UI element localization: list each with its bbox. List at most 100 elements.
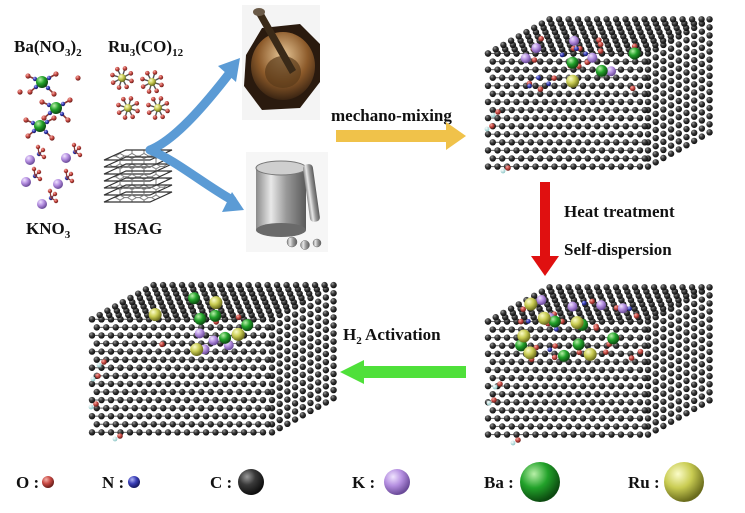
- c-atom: [284, 404, 291, 411]
- ru-carbonyl-molecules: [110, 66, 170, 120]
- c-atom: [513, 431, 520, 438]
- c-atom: [484, 415, 492, 422]
- c-atom: [314, 395, 322, 402]
- c-atom: [683, 313, 690, 320]
- c-atom: [307, 335, 314, 342]
- c-atom: [150, 340, 157, 347]
- self-dispersion-label: Self-dispersion: [564, 240, 672, 259]
- c-atom: [226, 404, 233, 412]
- c-atom: [565, 155, 572, 162]
- c-atom: [608, 399, 615, 406]
- c-atom: [169, 281, 176, 289]
- c-atom: [500, 309, 507, 317]
- o-atom: [551, 354, 558, 361]
- c-atom: [617, 399, 625, 406]
- c-atom: [660, 138, 667, 146]
- c-atom: [221, 413, 229, 420]
- c-atom: [652, 386, 659, 394]
- c-atom: [579, 399, 587, 406]
- c-atom: [259, 396, 267, 404]
- c-atom: [88, 413, 96, 420]
- o-atom: [110, 72, 115, 78]
- c-atom: [613, 58, 620, 65]
- graphite-block-mixed: [484, 16, 713, 174]
- ba-atom: [36, 76, 48, 88]
- c-atom: [706, 364, 713, 372]
- c-atom: [518, 122, 525, 130]
- c-atom: [527, 423, 534, 430]
- o-atom: [145, 70, 150, 76]
- c-atom: [690, 389, 698, 396]
- c-atom: [570, 382, 577, 390]
- c-atom: [603, 74, 610, 81]
- c-atom: [551, 98, 558, 106]
- c-atom: [660, 57, 667, 65]
- h-atom: [484, 126, 490, 132]
- c-atom: [598, 163, 606, 170]
- k-atom: [194, 328, 205, 339]
- c-atom: [660, 49, 667, 57]
- c-atom: [706, 292, 713, 299]
- c-atom: [546, 374, 553, 382]
- ba-atom: [241, 319, 254, 332]
- split-arrows: [145, 58, 244, 212]
- c-atom: [667, 362, 675, 369]
- c-atom: [117, 332, 124, 339]
- c-atom: [307, 383, 314, 390]
- c-atom: [291, 335, 299, 342]
- c-atom: [660, 122, 667, 129]
- c-atom: [679, 284, 686, 291]
- c-atom: [546, 284, 553, 291]
- c-atom: [250, 332, 257, 339]
- o-atom: [491, 397, 497, 403]
- c-atom: [489, 155, 496, 162]
- c-atom: [541, 382, 549, 390]
- c-atom: [683, 393, 690, 401]
- c-atom: [706, 397, 713, 404]
- c-atom: [122, 372, 129, 380]
- c-atom: [513, 163, 520, 170]
- c-atom: [499, 326, 506, 333]
- c-atom: [307, 367, 314, 374]
- c-atom: [641, 155, 648, 162]
- c-atom: [644, 114, 652, 122]
- c-atom: [690, 308, 698, 316]
- c-atom: [644, 131, 652, 138]
- c-atom: [484, 147, 492, 154]
- c-atom: [541, 131, 549, 138]
- c-atom: [508, 423, 515, 430]
- c-atom: [613, 358, 620, 366]
- c-atom: [307, 399, 314, 407]
- atom-legend: O :N :C :K :Ba :Ru :: [16, 462, 704, 502]
- c-atom: [299, 323, 306, 330]
- c-atom: [560, 415, 568, 422]
- c-atom: [622, 407, 629, 414]
- n-atom: [527, 83, 532, 89]
- c-atom: [660, 390, 667, 397]
- c-atom: [641, 326, 648, 333]
- c-atom: [136, 380, 143, 388]
- c-atom: [584, 155, 591, 162]
- legend-swatch: [664, 462, 704, 502]
- c-atom: [690, 97, 698, 104]
- c-atom: [690, 405, 698, 413]
- c-atom: [537, 122, 544, 130]
- c-atom: [174, 364, 181, 371]
- c-atom: [322, 350, 330, 358]
- c-atom: [299, 339, 306, 346]
- c-atom: [565, 90, 572, 98]
- c-atom: [307, 318, 314, 326]
- c-atom: [284, 380, 291, 387]
- c-atom: [284, 323, 291, 331]
- c-atom: [217, 388, 224, 396]
- c-atom: [683, 409, 690, 417]
- c-atom: [188, 324, 195, 331]
- c-atom: [667, 134, 675, 141]
- c-atom: [706, 284, 713, 291]
- c-atom: [565, 326, 572, 333]
- c-atom: [690, 349, 698, 356]
- c-atom: [589, 66, 596, 73]
- o-atom: [35, 144, 41, 150]
- c-atom: [698, 304, 706, 311]
- ba-atom: [188, 292, 201, 305]
